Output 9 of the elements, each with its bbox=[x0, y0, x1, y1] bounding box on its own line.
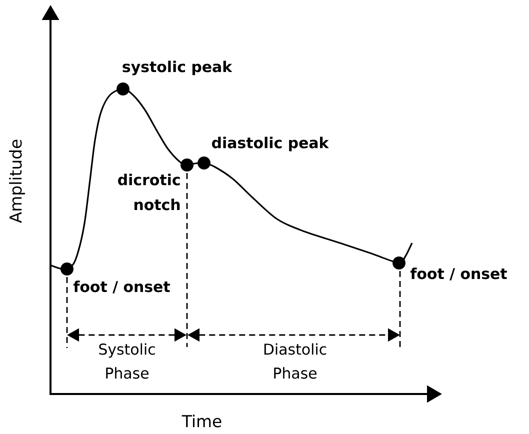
axis-label: Amplitude bbox=[9, 140, 25, 223]
point-label: diastolic peak bbox=[212, 136, 329, 152]
point-label: foot / onset bbox=[74, 280, 170, 294]
axis-label: Time bbox=[182, 414, 222, 428]
point-label: systolic peak bbox=[122, 60, 232, 76]
point-label: foot / onset bbox=[410, 268, 507, 280]
phase-label: Diastolic Phase bbox=[264, 343, 326, 379]
phase-label: Systolic Phase bbox=[99, 343, 155, 379]
point-label: dicrotic notch bbox=[118, 174, 180, 210]
